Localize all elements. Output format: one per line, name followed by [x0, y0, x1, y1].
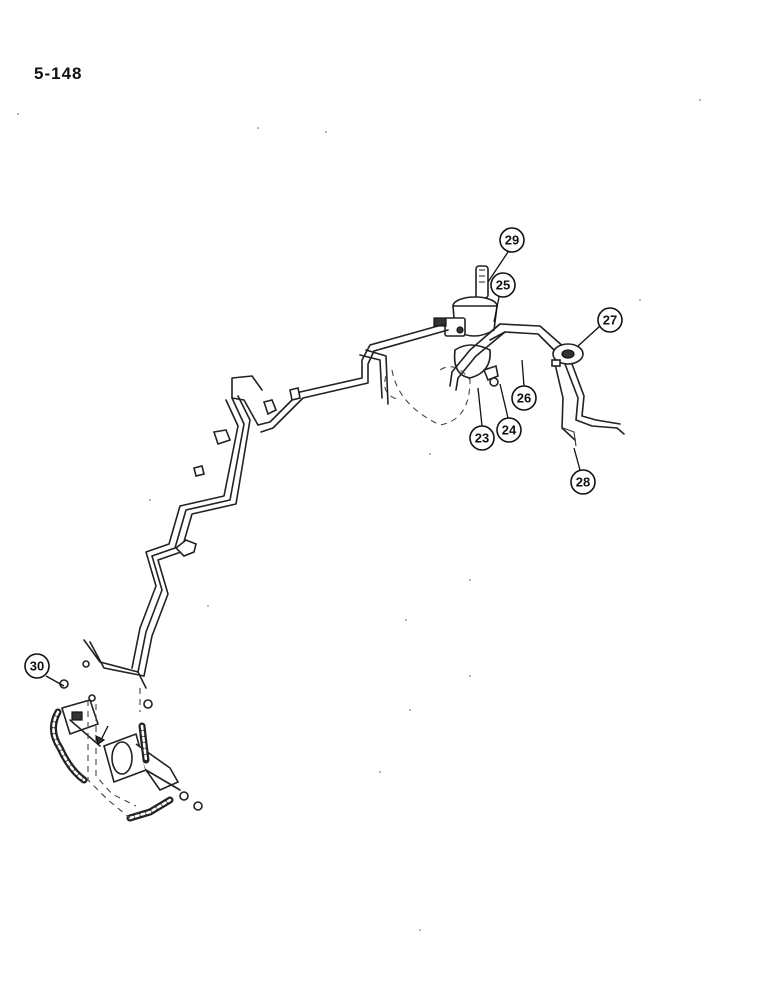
- callout-29-label: 29: [505, 233, 519, 248]
- return-lines: [384, 323, 566, 426]
- callout-26-label: 26: [517, 391, 531, 406]
- callout-25-label: 25: [496, 278, 510, 293]
- callout-23: 23: [469, 425, 495, 451]
- callout-27-label: 27: [603, 313, 617, 328]
- leader-lines: [45, 251, 601, 687]
- callout-30: 30: [24, 653, 50, 679]
- callout-24-label: 24: [502, 423, 517, 438]
- page-number: 5-148: [34, 64, 83, 83]
- clamps-brackets: [174, 364, 499, 557]
- callout-27: 27: [597, 307, 623, 333]
- callout-29: 29: [499, 227, 525, 253]
- reservoir-assembly: [551, 343, 625, 447]
- steel-lines: [83, 323, 449, 689]
- scan-specks: [17, 99, 701, 931]
- callout-25: 25: [490, 272, 516, 298]
- callout-23-label: 23: [475, 431, 489, 446]
- callout-28-label: 28: [576, 475, 590, 490]
- steering-valve: [433, 265, 498, 337]
- steering-cylinder-assembly: [50, 660, 203, 822]
- callout-26: 26: [511, 385, 537, 411]
- callout-28: 28: [570, 469, 596, 495]
- callout-30-label: 30: [30, 659, 44, 674]
- callout-24: 24: [496, 417, 522, 443]
